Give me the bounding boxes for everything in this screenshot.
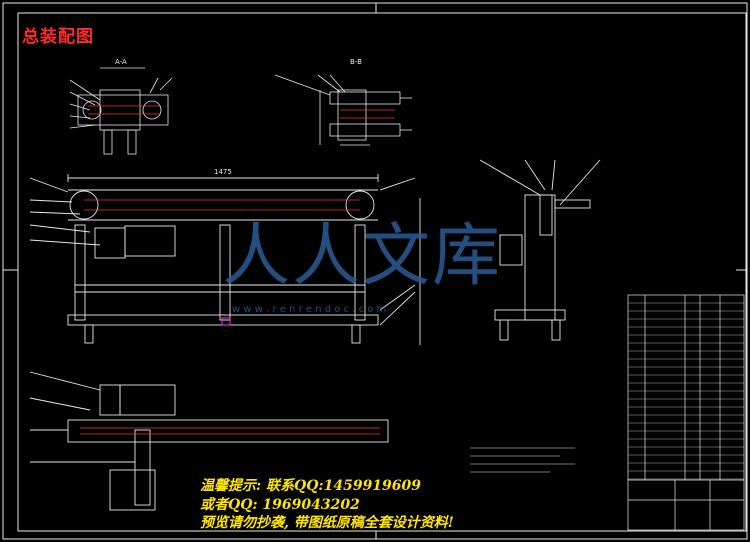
section-b-view — [274, 74, 412, 146]
front-view-hidden — [84, 199, 360, 211]
watermark-url: w w w . r e n r e n d o c . c o m — [232, 304, 387, 315]
section-b-hidden — [340, 109, 395, 119]
drawing-title: 总装配图 — [22, 27, 94, 47]
parts-list-rows — [628, 302, 744, 480]
notice-line-2: 或者QQ: 1969043202 — [200, 497, 360, 513]
watermark-logo-text: 人人文库 — [222, 217, 503, 296]
selection-marker — [221, 317, 231, 326]
side-view — [479, 159, 601, 341]
overall-length-dimension: 1475 — [214, 168, 232, 176]
technical-notes — [470, 447, 575, 473]
section-a-label: A-A — [115, 58, 127, 66]
section-a-hidden — [88, 105, 160, 115]
notice-line-1: 温馨提示: 联系QQ:1459919609 — [200, 478, 422, 494]
front-view — [29, 174, 421, 345]
section-b-label: B-B — [350, 58, 362, 66]
parts-list-table — [627, 294, 745, 531]
top-view-hidden — [80, 427, 380, 435]
notice-line-3: 预览请勿抄袭, 带图纸原稿全套设计资料! — [200, 515, 454, 531]
top-view — [29, 371, 389, 511]
section-a-view — [69, 67, 173, 155]
